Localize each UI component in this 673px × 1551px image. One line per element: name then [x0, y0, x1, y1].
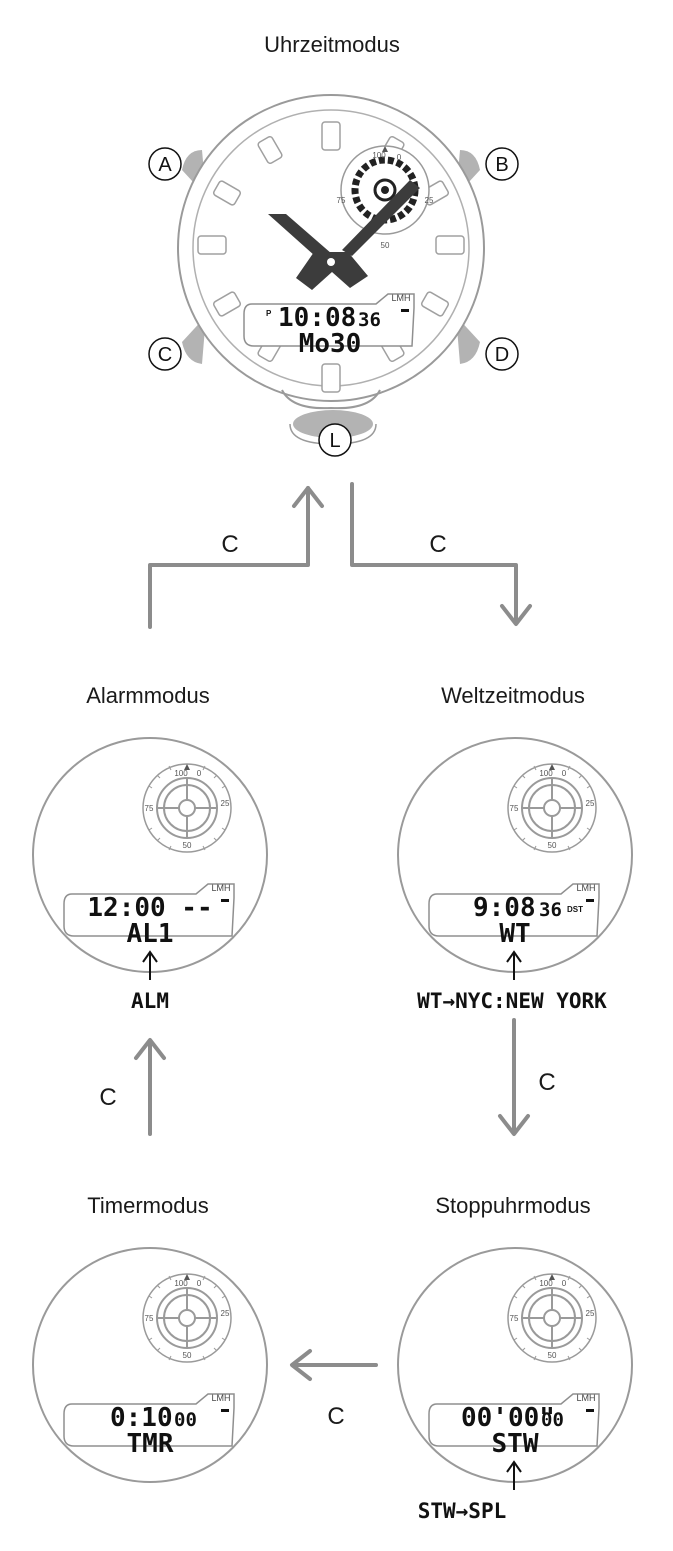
scale-label-100: 100: [372, 151, 386, 160]
timer-mode-title: Timermodus: [87, 1193, 208, 1218]
alarm-lmh: LMH: [211, 883, 230, 893]
scale-label-50: 50: [381, 241, 390, 250]
main-lcd-time: 10:08: [278, 303, 356, 333]
world-time-watch: 100 0 25 50 75 LMH 9:08 36 DST WT: [397, 737, 633, 973]
alarm-sub-label: ALM: [131, 989, 169, 1013]
c-label-world-to-stopwatch: C: [538, 1069, 555, 1096]
c-label-stopwatch-to-timer: C: [327, 1403, 344, 1430]
timer-scale-75: 75: [145, 1314, 154, 1323]
button-l-badge: L: [318, 423, 352, 457]
stopwatch-scale-75: 75: [510, 1314, 519, 1323]
button-b-letter: B: [495, 154, 508, 176]
world-scale-50: 50: [548, 841, 557, 850]
button-c-badge: C: [148, 337, 182, 371]
c-label-timer-to-alarm: C: [99, 1084, 116, 1111]
alarm-scale-100: 100: [174, 769, 188, 778]
stopwatch-lcd-code: STW: [492, 1429, 539, 1459]
timer-lmh: LMH: [211, 1393, 230, 1403]
timer-lcd-code: TMR: [127, 1429, 174, 1459]
world-scale-25: 25: [586, 799, 595, 808]
world-time-mode-title: Weltzeitmodus: [441, 683, 585, 708]
world-scale-75: 75: [510, 804, 519, 813]
world-lcd-seconds: 36: [539, 899, 562, 921]
main-watch: 100 0 25 50 75 LMH P 10:08 36 Mo30: [177, 94, 485, 445]
world-pointer-head: [506, 950, 522, 963]
stopwatch-lcd-seconds: 00: [541, 1409, 564, 1431]
alarm-mode-title: Alarmmodus: [86, 683, 209, 708]
alarm-scale-75: 75: [145, 804, 154, 813]
arrow-time-to-world-head: [500, 604, 532, 626]
lmh-indicator: LMH: [391, 293, 410, 303]
stopwatch-pointer-head: [506, 1460, 522, 1473]
timer-scale-100: 100: [174, 1279, 188, 1288]
button-b-badge: B: [485, 147, 519, 181]
pm-indicator: P: [266, 309, 272, 318]
stopwatch-mode-title: Stoppuhrmodus: [435, 1193, 590, 1218]
stopwatch-watch: 100 0 25 50 75 LMH 00'00" 00 STW: [397, 1247, 633, 1483]
scale-label-0: 0: [397, 153, 402, 162]
arrow-alarm-to-time-head: [292, 486, 324, 508]
timer-lcd-time: 0:10: [110, 1403, 173, 1433]
stopwatch-lmh: LMH: [576, 1393, 595, 1403]
alarm-watch: 100 0 25 50 75 LMH 12:00 -- AL1: [32, 737, 268, 973]
stopwatch-scale-100: 100: [539, 1279, 553, 1288]
button-d-badge: D: [485, 337, 519, 371]
scale-label-25: 25: [425, 196, 434, 205]
alarm-scale-0: 0: [197, 769, 202, 778]
button-a-letter: A: [158, 154, 172, 176]
main-lcd-seconds: 36: [358, 309, 381, 331]
button-c-letter: C: [158, 344, 172, 366]
world-lcd-code: WT: [499, 919, 530, 949]
stopwatch-lcd-time: 00'00": [461, 1403, 555, 1433]
arrow-stopwatch-to-timer-head: [290, 1349, 312, 1381]
stopwatch-scale-0: 0: [562, 1279, 567, 1288]
arrow-timer-to-alarm-head: [134, 1038, 166, 1060]
alarm-scale-50: 50: [183, 841, 192, 850]
button-a-badge: A: [148, 147, 182, 181]
timer-scale-0: 0: [197, 1279, 202, 1288]
timer-lcd-seconds: 00: [174, 1409, 197, 1431]
main-lcd: LMH P 10:08 36 Mo30: [243, 293, 415, 359]
world-lcd-dst: DST: [567, 905, 583, 914]
timer-scale-25: 25: [221, 1309, 230, 1318]
world-lmh: LMH: [576, 883, 595, 893]
alarm-scale-25: 25: [221, 799, 230, 808]
alarm-lcd-time: 12:00 --: [87, 893, 212, 923]
button-l-letter: L: [329, 430, 340, 452]
alarm-pointer-head: [142, 950, 158, 963]
world-lcd-time: 9:08: [473, 893, 536, 923]
c-label-time-to-world: C: [429, 531, 446, 558]
timekeeping-mode-title: Uhrzeitmodus: [264, 32, 400, 57]
alarm-lcd-code: AL1: [127, 919, 174, 949]
arrow-time-to-world: [350, 482, 518, 624]
watch-hands: [268, 180, 420, 290]
timer-scale-50: 50: [183, 1351, 192, 1360]
stopwatch-scale-50: 50: [548, 1351, 557, 1360]
stopwatch-scale-25: 25: [586, 1309, 595, 1318]
c-label-alarm-to-time: C: [221, 531, 238, 558]
timer-watch: 100 0 25 50 75 LMH 0:10 00 TMR: [32, 1247, 268, 1483]
main-lcd-date: Mo30: [299, 329, 362, 359]
world-sub-label: WT→NYC:NEW YORK: [417, 989, 607, 1013]
button-d-letter: D: [495, 344, 509, 366]
stopwatch-sub-label: STW→SPL: [418, 1499, 507, 1523]
arrow-alarm-to-time: [148, 486, 310, 629]
arrow-world-to-stopwatch-head: [498, 1114, 530, 1136]
world-scale-100: 100: [539, 769, 553, 778]
scale-label-75: 75: [337, 196, 346, 205]
world-scale-0: 0: [562, 769, 567, 778]
